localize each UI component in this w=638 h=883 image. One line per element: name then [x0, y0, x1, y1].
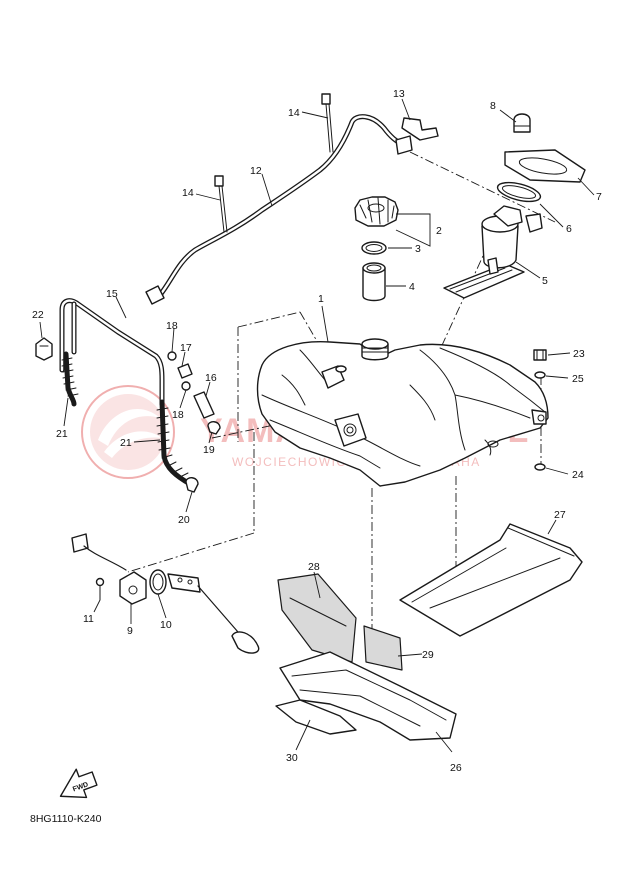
callout-2: 2 — [436, 225, 442, 237]
callout-labels: 1 2 3 4 5 6 7 8 9 10 11 12 13 14 14 15 1… — [32, 88, 602, 774]
cable-tie-part-14a — [321, 93, 334, 153]
callout-9: 9 — [127, 625, 133, 637]
fuel-cap-part-2 — [354, 196, 399, 227]
pad-part-28 — [277, 573, 357, 663]
fitting-part-16 — [193, 391, 215, 419]
callout-14a: 14 — [288, 107, 300, 119]
callout-23: 23 — [573, 348, 585, 360]
callout-11: 11 — [83, 613, 94, 625]
callout-24: 24 — [572, 469, 584, 481]
callout-13: 13 — [393, 88, 405, 100]
callout-12: 12 — [250, 165, 262, 177]
clamp-part-17 — [177, 363, 193, 379]
callout-21a: 21 — [56, 428, 68, 440]
heat-shield-part-30 — [275, 699, 357, 735]
pad-part-29 — [363, 625, 403, 671]
clamp-part-20 — [185, 477, 199, 493]
callout-7: 7 — [596, 191, 602, 203]
fuel-hose-part-12 — [145, 114, 413, 305]
callout-16: 16 — [205, 372, 217, 384]
sender-wire-connector — [71, 533, 127, 571]
callout-6: 6 — [566, 223, 572, 235]
clip-part-22 — [35, 337, 53, 361]
sender-unit-part-9 — [119, 571, 147, 605]
cover-plate-part-27 — [399, 523, 583, 637]
callout-10: 10 — [160, 619, 172, 631]
leader-lines — [39, 98, 595, 753]
callout-29: 29 — [422, 649, 434, 661]
watermark-logo — [81, 385, 175, 479]
coiled-hose-part-21a — [61, 351, 79, 407]
callout-26: 26 — [450, 762, 462, 774]
callout-3: 3 — [415, 243, 421, 255]
washer-part-24 — [534, 463, 546, 471]
callout-8: 8 — [490, 100, 496, 112]
callout-30: 30 — [286, 752, 298, 764]
callout-4: 4 — [409, 281, 415, 293]
cable-tie-part-14b — [214, 175, 228, 233]
callout-25: 25 — [572, 373, 584, 385]
callout-19: 19 — [203, 444, 215, 456]
callout-15: 15 — [106, 288, 118, 300]
callout-14b: 14 — [182, 187, 194, 199]
clamp-part-18a — [167, 351, 177, 361]
callout-18b: 18 — [172, 409, 184, 421]
pump-gasket-part-6 — [496, 181, 542, 203]
washer-part-25 — [534, 371, 546, 379]
clamp-part-19 — [207, 421, 221, 435]
callout-5: 5 — [542, 275, 548, 287]
clamp-part-18b — [181, 381, 191, 391]
callout-22: 22 — [32, 309, 44, 321]
callout-17: 17 — [180, 342, 192, 354]
callout-1: 1 — [318, 293, 324, 305]
heat-shield-part-26 — [279, 651, 457, 741]
grommet-part-8 — [513, 113, 531, 133]
callout-27: 27 — [554, 509, 566, 521]
pump-plate-part-7 — [504, 149, 586, 183]
breather-pipe-part-15 — [59, 298, 165, 407]
gasket-part-3 — [361, 241, 387, 255]
screw-part-11 — [95, 577, 105, 601]
callout-28: 28 — [308, 561, 320, 573]
forward-direction-indicator: FWD — [59, 768, 98, 799]
hose-clip-part-13 — [401, 117, 439, 141]
diagram-code: 8HG1110-K240 — [30, 813, 102, 825]
collar-part-4 — [362, 262, 386, 302]
bolt-part-23 — [533, 349, 547, 361]
sender-float-arm — [167, 573, 260, 654]
callout-20: 20 — [178, 514, 190, 526]
callout-21b: 21 — [120, 437, 132, 449]
fuel-pump-part-5 — [443, 205, 543, 299]
sender-gasket-part-10 — [149, 569, 167, 595]
callout-18a: 18 — [166, 320, 178, 332]
